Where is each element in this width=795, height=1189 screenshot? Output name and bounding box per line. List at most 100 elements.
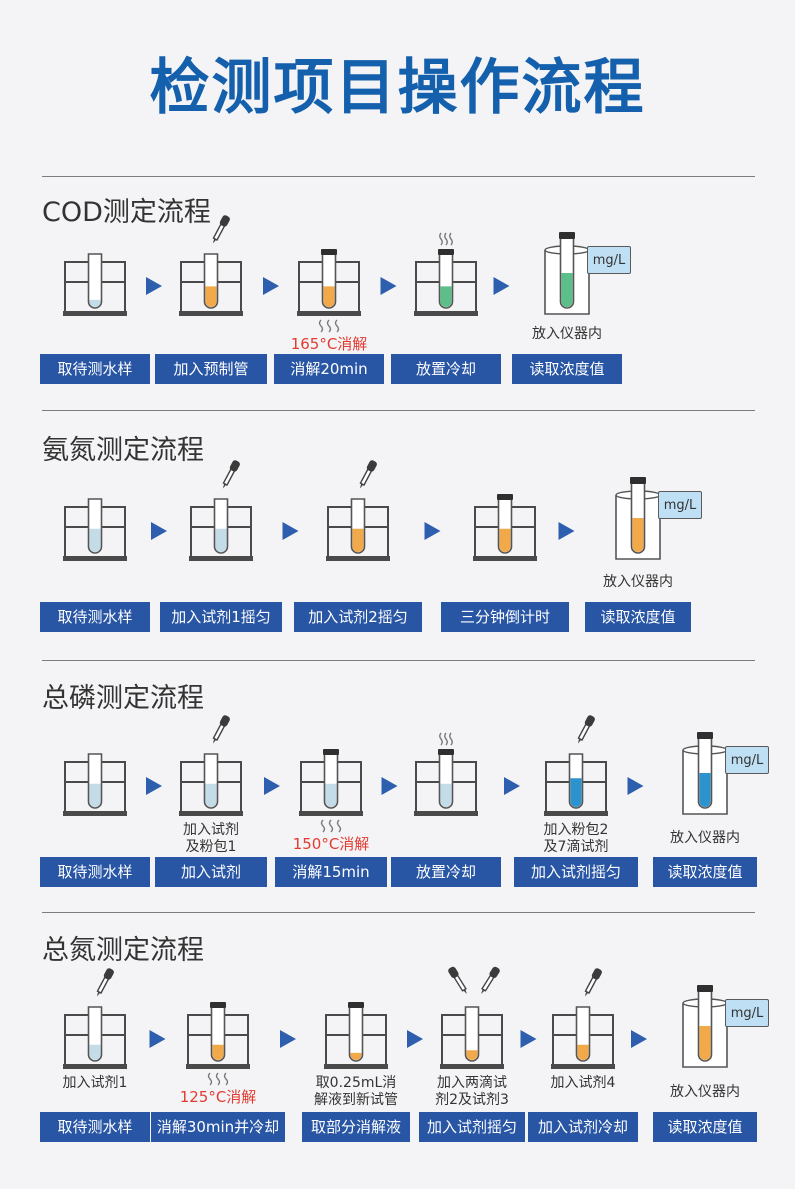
step-caption: 加入两滴试 剂2及试剂3: [435, 1075, 509, 1108]
arrow-right-icon: [504, 777, 520, 795]
tube-cap: [438, 249, 454, 255]
divider: [42, 410, 755, 411]
liquid: [561, 273, 573, 307]
step-label: 读取浓度值: [585, 602, 691, 632]
rack-base: [63, 1064, 127, 1069]
rack-base: [326, 556, 390, 561]
step-label: 加入试剂摇匀: [514, 857, 638, 887]
rack-base: [299, 811, 363, 816]
dropper-icon: [212, 215, 230, 244]
arrow-right-icon: [424, 522, 441, 540]
tube-cap: [630, 477, 646, 484]
step-label: 取待测水样: [40, 602, 150, 632]
liquid: [699, 1026, 711, 1060]
tube-cap: [438, 749, 454, 755]
liquid: [323, 286, 335, 307]
liquid: [89, 299, 101, 307]
steam-icon: [439, 732, 443, 746]
step-label: 放置冷却: [391, 354, 501, 384]
heat-wave-icon: [215, 1072, 221, 1086]
arrow-right-icon: [149, 1030, 166, 1048]
step-label: 放置冷却: [391, 857, 501, 887]
arrow-right-icon: [263, 277, 279, 295]
dropper-icon: [359, 460, 377, 489]
heat-wave-icon: [320, 819, 326, 833]
step-label: 加入试剂2摇匀: [294, 602, 422, 632]
rack-base: [63, 556, 127, 561]
liquid: [440, 783, 452, 808]
section-title-ammonia: 氨氮测定流程: [42, 435, 204, 466]
arrow-right-icon: [151, 522, 167, 540]
liquid: [577, 1044, 589, 1060]
tube-cap: [348, 1002, 364, 1008]
rack-base: [179, 811, 243, 816]
dropper-icon: [222, 460, 240, 489]
rack-base: [551, 1064, 615, 1069]
step-caption: 125°C消解: [179, 1088, 257, 1106]
liquid: [205, 286, 217, 307]
heat-wave-icon: [328, 819, 334, 833]
arrow-right-icon: [493, 277, 510, 295]
steam-icon: [449, 732, 453, 746]
arrow-right-icon: [282, 522, 299, 540]
step-label: 读取浓度值: [653, 1112, 757, 1142]
steam-icon: [439, 232, 443, 246]
unit-display: mg/L: [725, 746, 769, 774]
step-caption: 加入试剂1: [62, 1075, 128, 1091]
step-label: 消解15min: [275, 857, 387, 887]
arrow-right-icon: [146, 277, 162, 295]
divider: [42, 176, 755, 177]
arrow-right-icon: [146, 777, 162, 795]
rack-base: [544, 811, 608, 816]
arrow-right-icon: [558, 522, 575, 540]
unit-display: mg/L: [725, 999, 769, 1027]
liquid: [440, 286, 452, 307]
step-caption: 取0.25mL消 解液到新试管: [314, 1075, 398, 1108]
tube-cap: [210, 1002, 226, 1008]
step-caption: 放入仪器内: [603, 574, 673, 590]
step-label: 加入预制管: [155, 354, 267, 384]
step-caption: 加入试剂4: [550, 1075, 616, 1091]
heat-wave-icon: [336, 819, 342, 833]
unit-display: mg/L: [658, 491, 702, 519]
step-label: 读取浓度值: [512, 354, 622, 384]
arrow-right-icon: [380, 277, 397, 295]
section-title-phosphorus: 总磷测定流程: [42, 683, 204, 714]
liquid: [215, 528, 227, 552]
step-caption: 放入仪器内: [670, 1084, 740, 1100]
step-label: 取部分消解液: [302, 1112, 410, 1142]
dropper-icon: [584, 968, 602, 997]
step-label: 取待测水样: [40, 1112, 150, 1142]
divider: [42, 912, 755, 913]
step-caption: 165°C消解: [290, 335, 368, 353]
liquid: [325, 783, 337, 808]
liquid: [89, 528, 101, 552]
tube-cap: [323, 749, 339, 755]
step-caption: 150°C消解: [292, 835, 370, 853]
steam-icon: [444, 232, 448, 246]
rack-base: [414, 811, 478, 816]
liquid: [466, 1050, 478, 1060]
heat-wave-icon: [207, 1072, 213, 1086]
arrow-right-icon: [631, 1030, 647, 1048]
step-caption: 加入粉包2 及7滴试剂: [543, 822, 609, 855]
section-title-nitrogen: 总氮测定流程: [42, 935, 204, 966]
liquid: [89, 1044, 101, 1060]
heat-wave-icon: [334, 319, 340, 333]
step-label: 消解30min并冷却: [151, 1112, 285, 1142]
heat-wave-icon: [318, 319, 324, 333]
arrow-right-icon: [280, 1030, 296, 1048]
rack-base: [179, 311, 243, 316]
rack-base: [63, 311, 127, 316]
arrow-right-icon: [520, 1030, 537, 1048]
rack-base: [324, 1064, 388, 1069]
page-title: 检测项目操作流程: [149, 53, 646, 123]
liquid: [89, 783, 101, 808]
step-label: 读取浓度值: [653, 857, 757, 887]
liquid: [632, 518, 644, 552]
section-0-illustrations: [63, 215, 590, 333]
step-caption: 放入仪器内: [670, 830, 740, 846]
heat-wave-icon: [223, 1072, 229, 1086]
liquid: [350, 1052, 362, 1060]
rack-base: [63, 811, 127, 816]
